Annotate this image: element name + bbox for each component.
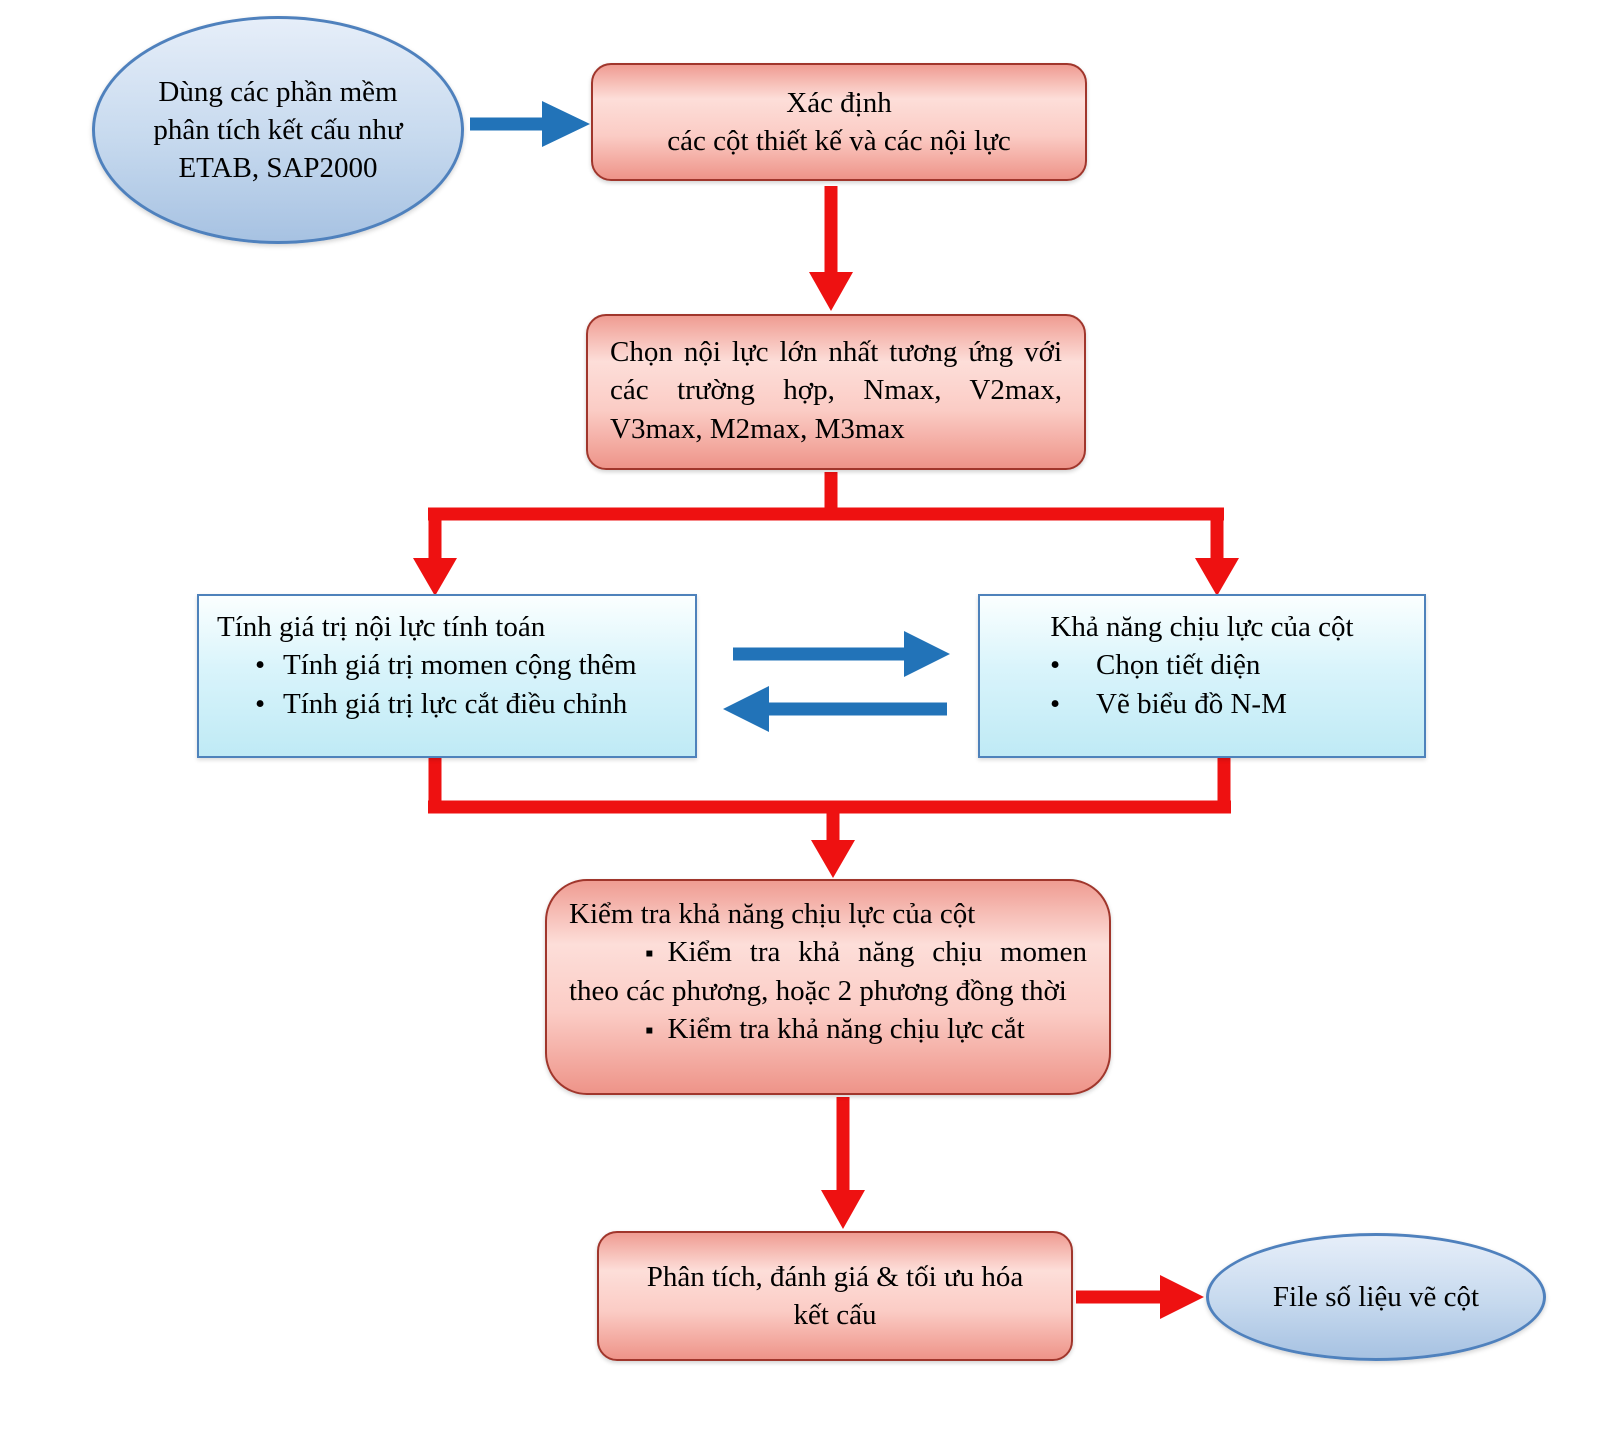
node-select-max-forces-label: Chọn nội lực lớn nhất tương ứng với các … (610, 336, 1062, 445)
arrow-define-to-select (809, 186, 853, 311)
bullet-square-icon: ▪ (645, 941, 654, 968)
arrow-select-branch (413, 472, 1239, 596)
capacity-check-bullet-1-label: Kiểm tra khả năng chịu momen theo các ph… (569, 936, 1087, 1007)
arrow-optimize-to-output (1076, 1275, 1204, 1319)
node-internal-forces: Tính giá trị nội lực tính toán • Tính gi… (197, 594, 697, 758)
node-column-capacity-title: Khả năng chịu lực của cột (1050, 611, 1354, 643)
node-output-file: File số liệu vẽ cột (1206, 1233, 1546, 1361)
arrow-internal-to-capacity (733, 631, 950, 677)
capacity-check-bullet-2: ▪ Kiểm tra khả năng chịu lực cắt (569, 1010, 1087, 1048)
node-analysis-software-label: Dùng các phần mềm phân tích kết cấu như … (153, 75, 403, 185)
node-internal-forces-title: Tính giá trị nội lực tính toán (217, 611, 546, 643)
node-define-columns-line2: các cột thiết kế và các nội lực (667, 125, 1011, 157)
arrow-merge-to-check (428, 757, 1231, 878)
node-select-max-forces: Chọn nội lực lớn nhất tương ứng với các … (586, 314, 1086, 470)
bullet-dot-icon: • (1050, 649, 1061, 682)
node-capacity-check: Kiểm tra khả năng chịu lực của cột ▪Kiểm… (545, 879, 1111, 1095)
node-define-columns-line1: Xác định (786, 86, 892, 119)
node-analysis-software: Dùng các phần mềm phân tích kết cấu như … (92, 16, 464, 244)
node-capacity-check-title: Kiểm tra khả năng chịu lực của cột (569, 898, 976, 930)
internal-forces-bullet-1-label: Tính giá trị momen cộng thêm (283, 649, 637, 682)
node-column-capacity: Khả năng chịu lực của cột • Chọn tiết di… (978, 594, 1426, 758)
capacity-bullet-2: • Vẽ biểu đồ N-M (1050, 685, 1406, 723)
internal-forces-bullet-2: • Tính giá trị lực cắt điều chỉnh (255, 685, 677, 723)
node-optimize-label: Phân tích, đánh giá & tối ưu hóa kết cấu (646, 1260, 1024, 1331)
arrow-source-to-define (470, 101, 590, 147)
capacity-bullet-2-label: Vẽ biểu đồ N-M (1096, 687, 1287, 720)
arrow-capacity-to-internal (723, 686, 947, 732)
internal-forces-bullet-2-label: Tính giá trị lực cắt điều chỉnh (283, 687, 628, 720)
arrow-check-to-optimize (821, 1097, 865, 1229)
capacity-bullet-1: • Chọn tiết diện (1050, 646, 1406, 684)
node-output-file-label: File số liệu vẽ cột (1272, 1280, 1480, 1313)
bullet-dot-icon: • (255, 687, 266, 720)
bullet-dot-icon: • (255, 649, 266, 682)
capacity-check-bullet-1: ▪Kiểm tra khả năng chịu momen theo các p… (569, 933, 1087, 1010)
bullet-square-icon: ▪ (645, 1017, 654, 1044)
node-optimize: Phân tích, đánh giá & tối ưu hóa kết cấu (597, 1231, 1073, 1361)
capacity-bullet-1-label: Chọn tiết diện (1096, 649, 1261, 682)
capacity-check-bullet-2-label: Kiểm tra khả năng chịu lực cắt (667, 1012, 1025, 1045)
bullet-dot-icon: • (1050, 687, 1061, 720)
internal-forces-bullet-1: • Tính giá trị momen cộng thêm (255, 646, 677, 684)
node-define-columns: Xác định các cột thiết kế và các nội lực (591, 63, 1087, 181)
